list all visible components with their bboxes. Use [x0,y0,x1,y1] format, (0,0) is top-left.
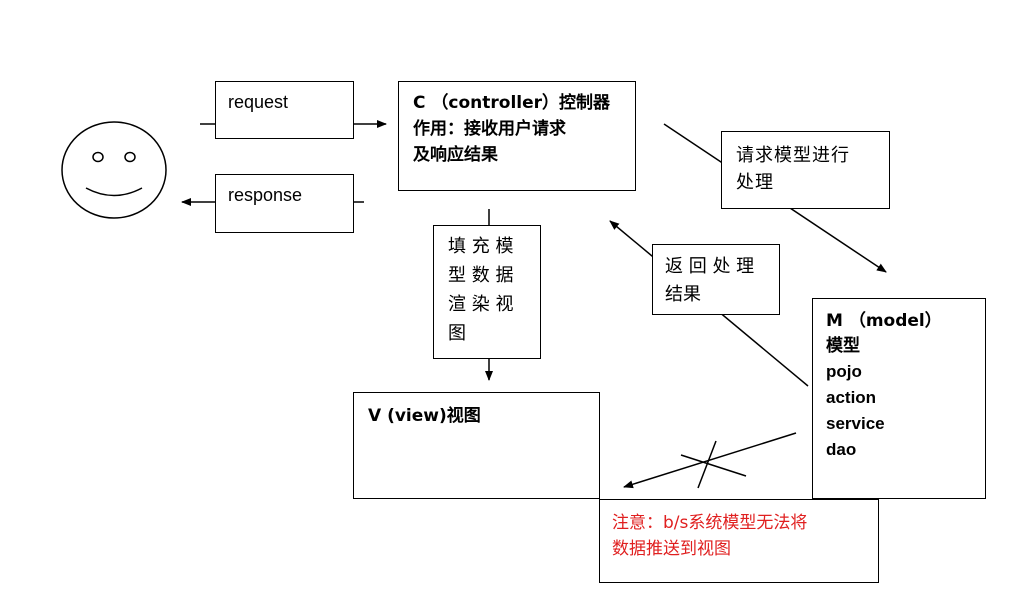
model-item-pojo: pojo [826,362,862,381]
model-item-service: service [826,414,885,433]
request-box: request [215,81,354,139]
fill-model-note: 填 充 模 型 数 据 渲 染 视 图 [433,225,541,359]
cross-mark-stroke-1 [680,454,747,477]
view-box: V (view)视图 [353,392,600,499]
model-item-action: action [826,388,877,407]
controller-role-line2: 及响应结果 [413,145,498,165]
controller-box: C （controller）控制器 作用：接收用户请求 及响应结果 [398,81,636,191]
model-box: M （model） 模型 pojo action service dao [812,298,986,499]
return-result-text: 返 回 处 理 结果 [665,256,755,305]
warning-text: 注意：b/s系统模型无法将 数据推送到视图 [612,513,808,559]
request-label: request [228,92,289,112]
request-model-note: 请求模型进行 处理 [721,131,890,209]
model-to-view-arrow [623,432,797,489]
smiley-face-icon [61,121,167,219]
return-result-note: 返 回 处 理 结果 [652,244,780,315]
controller-title: C （controller）控制器 [413,93,611,113]
controller-role-line1: 作用：接收用户请求 [413,119,566,139]
request-model-text: 请求模型进行 处理 [736,145,850,193]
view-title: V (view)视图 [368,406,481,426]
model-title: M （model） [826,311,942,331]
fill-model-text: 填 充 模 型 数 据 渲 染 视 图 [448,236,514,344]
cross-mark-stroke-2 [697,440,717,489]
model-item-model: 模型 [826,336,860,356]
model-item-dao: dao [826,440,857,459]
response-box: response [215,174,354,233]
response-label: response [228,185,303,205]
warning-note: 注意：b/s系统模型无法将 数据推送到视图 [599,499,879,583]
